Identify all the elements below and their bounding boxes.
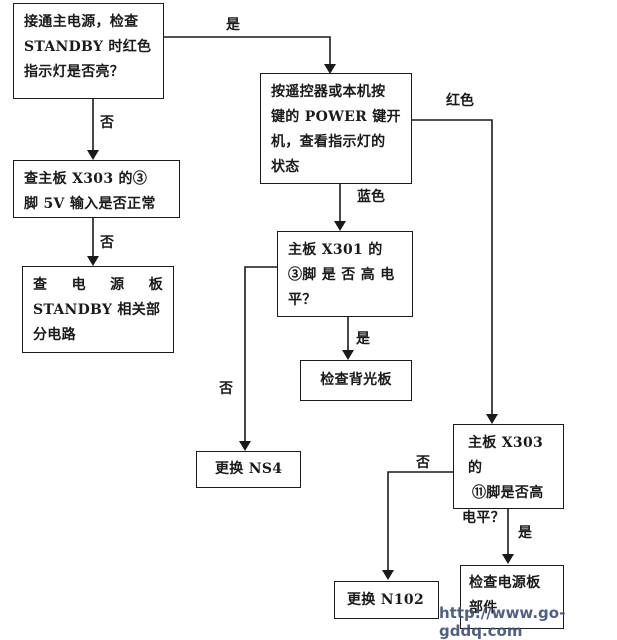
arrowhead <box>502 554 514 564</box>
edge-x301-no <box>244 266 278 441</box>
node-check-x303-pin3: 查主板 X303 的③ 脚 5V 输入是否正常 <box>13 160 180 218</box>
edge-label-red: 红色 <box>446 93 474 109</box>
node-text-line: 脚 5V 输入是否正常 <box>24 196 156 212</box>
node-text-line: 状态 <box>271 159 300 175</box>
node-text-line: ⑪脚是否高 <box>472 485 544 501</box>
node-check-power-board-parts: 检查电源板 部件 <box>460 565 564 629</box>
arrowhead <box>324 64 336 74</box>
edge-x303p11-no <box>387 471 453 570</box>
node-text-line: 机，查看指示灯的 <box>271 134 386 150</box>
edge-power-red <box>411 119 493 414</box>
node-text-line: 主板 X301 的 <box>288 242 383 258</box>
arrowhead <box>486 414 498 424</box>
arrowhead <box>87 150 99 160</box>
arrowhead <box>342 350 354 360</box>
edge-label-yes: 是 <box>356 331 370 347</box>
node-text-line: 键的 POWER 键开 <box>271 109 401 125</box>
node-text-line: 分电路 <box>33 327 76 343</box>
node-power-on-check: 按遥控器或本机按 键的 POWER 键开 机，查看指示灯的 状态 <box>260 73 412 184</box>
node-replace-n102: 更换 N102 <box>334 581 439 619</box>
node-text-line: 电平？ <box>462 510 505 526</box>
edge-label-no: 否 <box>100 235 114 251</box>
edge-label-no: 否 <box>219 381 233 397</box>
edge-label-blue: 蓝色 <box>357 189 385 205</box>
node-text-line: 主板 X303 的 <box>468 435 544 476</box>
node-text-line: 按遥控器或本机按 <box>271 84 386 100</box>
node-check-x301-pin3: 主板 X301 的 ③脚 是 否 高 电 平？ <box>277 231 413 317</box>
edge-label-no: 否 <box>416 455 430 471</box>
arrowhead <box>239 441 251 451</box>
node-check-power-board-standby: 查 电 源 板 STANDBY 相关部 分电路 <box>22 266 174 353</box>
node-check-backlight: 检查电源板 检查背光板 <box>300 360 412 401</box>
node-text-line: 查主板 X303 的③ <box>24 171 148 187</box>
node-text-line: 更换 NS4 <box>215 461 283 477</box>
edge-label-no: 否 <box>100 115 114 131</box>
node-text-line: 检查背光板 <box>320 372 392 388</box>
node-text-line: ③脚 是 否 高 电 <box>288 267 395 283</box>
node-text-line: 接通主电源，检查 <box>24 14 139 30</box>
arrowhead <box>382 570 394 580</box>
node-text-line: STANDBY 时红色 <box>24 39 152 55</box>
watermark: http://www.go-gddq.com <box>439 604 566 640</box>
node-text-line: 平？ <box>288 292 317 308</box>
node-text-line: 检查电源板 <box>469 575 541 591</box>
edge-start-yes <box>163 36 331 64</box>
node-text-line: 指示灯是否亮？ <box>24 64 125 80</box>
node-text-line: STANDBY 相关部 <box>33 302 161 318</box>
edge-label-yes: 是 <box>518 525 532 541</box>
arrowhead <box>334 221 346 231</box>
node-text-line: 更换 N102 <box>347 592 424 608</box>
node-text-line: 查 电 源 板 <box>33 277 163 293</box>
node-replace-ns4: 更换 NS4 <box>196 451 301 488</box>
arrowhead <box>87 256 99 266</box>
node-check-x303-pin11: 主板 X303 的 ⑪脚是否高 电平？ <box>453 424 564 526</box>
edge-label-yes: 是 <box>226 17 240 33</box>
node-text-line: 部件 <box>469 600 498 616</box>
node-start: 接通主电源，检查 STANDBY 时红色 指示灯是否亮？ <box>13 3 164 99</box>
